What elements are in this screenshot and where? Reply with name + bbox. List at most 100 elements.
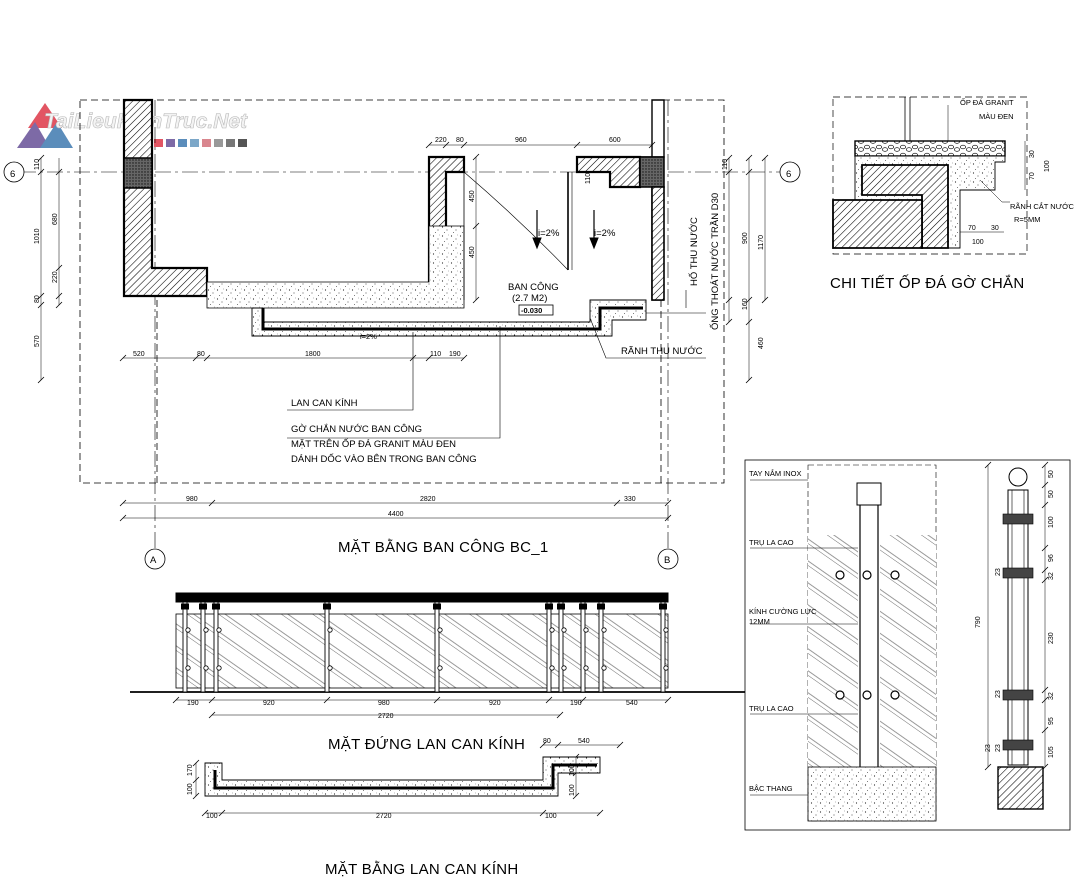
rail-post <box>324 601 330 693</box>
label-slope-1: i=2% <box>538 228 560 239</box>
stone-dim-b100: 100 <box>972 239 984 246</box>
elev-dim-6: 540 <box>626 700 638 707</box>
post-clamp <box>212 603 220 610</box>
post-label-step: BẬC THANG <box>749 784 793 793</box>
door-swing <box>463 171 569 271</box>
glass-bolt-icon <box>601 665 607 671</box>
dim-tick <box>37 168 45 176</box>
post-label-post-2: TRỤ LA CAO <box>749 704 794 713</box>
dim-plan-bottom-4: 110 <box>430 351 441 358</box>
dim-tick <box>55 301 63 309</box>
rail-post <box>580 601 586 693</box>
dim-tick <box>425 354 433 362</box>
grid-bubble-a <box>144 548 166 570</box>
rail-post <box>200 601 206 693</box>
elev-dim-1: 190 <box>187 700 199 707</box>
glass-bolt-icon <box>203 665 209 671</box>
watermark-swatch <box>226 139 235 147</box>
glass-bolt-icon <box>583 627 589 633</box>
rail-post <box>558 601 564 693</box>
level-box <box>518 304 554 316</box>
dim-tick <box>745 296 753 304</box>
plan-boundary <box>79 99 725 484</box>
plan-dimension-lines <box>40 144 766 519</box>
rail-plan-dim-left-100: 100 <box>187 783 194 795</box>
dim-plan-left-1: 110 <box>34 159 41 170</box>
label-level: -0.030 <box>521 306 542 315</box>
glass-bolt-icon <box>216 665 222 671</box>
glass-bolt-icon <box>663 665 669 671</box>
left-column <box>123 157 153 189</box>
post-detail-frame <box>744 459 1071 831</box>
watermark-swatch <box>154 139 163 147</box>
dim-tick <box>460 354 468 362</box>
rail-plan-line <box>213 763 597 790</box>
label-curb-1: GỜ CHẮN NƯỚC BAN CÔNG <box>291 424 422 435</box>
dim-tick <box>725 296 733 304</box>
dim-tick <box>55 168 63 176</box>
dim-tick <box>761 154 769 162</box>
dim-tick <box>409 354 417 362</box>
dim-plan-top-2: 80 <box>456 137 464 144</box>
dim-tick <box>745 318 753 326</box>
glass-bolt-icon <box>437 627 443 633</box>
dim-tick <box>472 153 480 161</box>
glass-bolt-icon <box>561 627 567 633</box>
glass-bolt-icon <box>185 627 191 633</box>
watermark-swatch <box>214 139 223 147</box>
post-clamp <box>579 603 587 610</box>
dim-plan-left-2: 1010 <box>34 228 41 244</box>
post-label-handrail: TAY NẮM INOX <box>749 469 802 478</box>
stone-dim-70: 70 <box>1029 172 1036 180</box>
label-drain-pit: HỐ THU NƯỚC <box>688 217 700 286</box>
dim-tick <box>37 154 45 162</box>
dim-tick <box>613 499 621 507</box>
glass-bolt-icon <box>549 627 555 633</box>
dim-plan-left-3: 680 <box>52 213 59 225</box>
dim-tick <box>55 264 63 272</box>
stone-label-drip-groove: RÃNH CẮT NƯỚC <box>1010 202 1075 211</box>
post-dim-6: 23 <box>995 568 1002 576</box>
dim-plan-door-1: 450 <box>469 190 476 202</box>
left-wall <box>122 98 209 298</box>
glass-bolt-icon <box>663 627 669 633</box>
post-dim-12: 23 <box>995 744 1002 752</box>
post-dim-8: 23 <box>995 690 1002 698</box>
watermark-swatch <box>166 139 175 147</box>
dim-tick <box>664 514 672 522</box>
watermark-swatch <box>178 139 187 147</box>
dim-tick <box>425 141 433 149</box>
label-slope-2: i=2% <box>594 228 616 239</box>
label-balcony: BAN CÔNG <box>508 282 559 293</box>
rail-post <box>660 601 666 693</box>
post-label-post-1: TRỤ LA CAO <box>749 538 794 547</box>
rail-post <box>546 601 552 693</box>
side-post <box>1007 489 1029 766</box>
dim-plan-right-3: 1170 <box>758 235 765 250</box>
post-dim-13: 105 <box>1048 746 1055 758</box>
glass-bolt-icon <box>327 665 333 671</box>
stone-dim-b30: 30 <box>991 225 999 232</box>
stone-label-granite: ỐP ĐÁ GRANIT <box>960 97 1014 107</box>
glass-panel <box>175 613 669 689</box>
post-clamp <box>433 603 441 610</box>
elev-dim-3: 980 <box>378 700 390 707</box>
dim-tick <box>472 296 480 304</box>
grid-label-6-right: 6 <box>786 169 791 180</box>
dim-plan-top-4: 600 <box>609 137 621 144</box>
watermark-swatch <box>190 139 199 147</box>
dim-plan-bottom-2: 80 <box>197 351 205 358</box>
rail-post <box>213 601 219 693</box>
dim-tick <box>664 499 672 507</box>
title-rail-plan: MẶT BẰNG LAN CAN KÍNH <box>325 860 519 878</box>
post-label-12mm: 12MM <box>749 617 770 626</box>
glass-bolt-icon <box>216 627 222 633</box>
dim-tick <box>208 499 216 507</box>
dim-plan-right-4: 160 <box>742 298 749 310</box>
dim-tick <box>192 354 200 362</box>
title-plan: MẶT BẰNG BAN CÔNG BC_1 <box>338 538 549 556</box>
label-gutter: RÃNH THU NƯỚC <box>621 346 703 357</box>
rail-posts <box>181 601 669 693</box>
rail-plan-dim-bottom-2: 2720 <box>376 813 392 820</box>
stone-label-radius: R=5MM <box>1014 215 1040 224</box>
